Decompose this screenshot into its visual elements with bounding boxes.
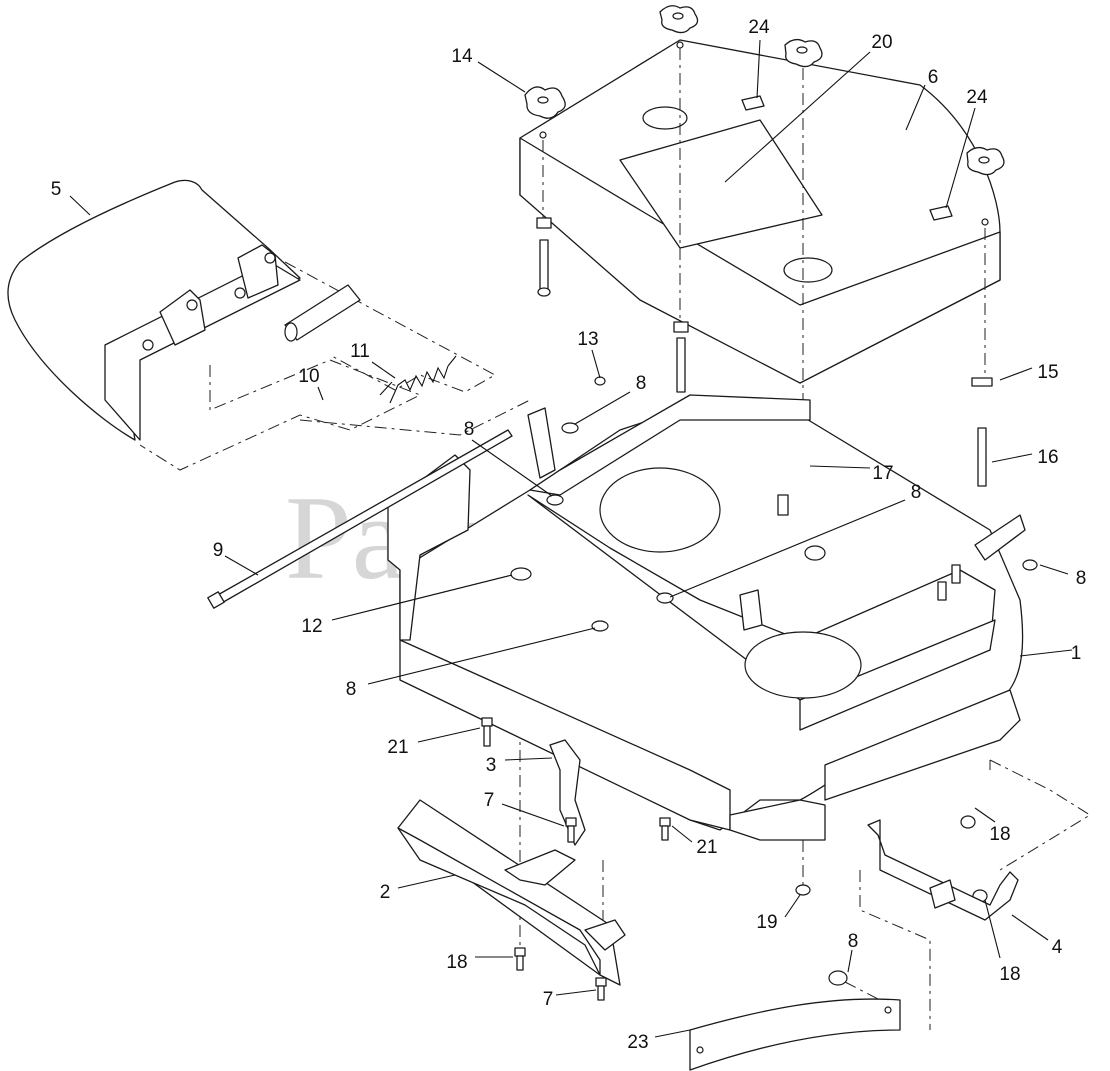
callout-c23: 23: [627, 1032, 648, 1053]
assembly-line-rod: [139, 359, 422, 471]
callout-c17: 17: [872, 463, 893, 484]
callout-c8b: 8: [464, 419, 475, 440]
callout-c24a: 24: [748, 17, 770, 38]
callout-c3: 3: [486, 755, 497, 776]
part-1-mower-deck: [387, 394, 1026, 841]
callout-c4: 4: [1052, 937, 1063, 958]
callout-c18b: 18: [446, 952, 467, 973]
leader-lines: [69, 39, 1073, 1038]
callout-c7a: 7: [484, 790, 495, 811]
callout-c10: 10: [298, 366, 319, 387]
callout-c8c: 8: [911, 482, 922, 503]
callout-c8f: 8: [848, 931, 859, 952]
part-5-discharge-chute: [7, 179, 301, 441]
callout-c6: 6: [928, 67, 939, 88]
callout-c15: 15: [1037, 362, 1058, 383]
callout-c18a: 18: [989, 824, 1010, 845]
callout-c8e: 8: [346, 679, 357, 700]
part-14-knobs: [524, 5, 1005, 176]
callout-c18c: 18: [999, 964, 1020, 985]
callout-c2: 2: [380, 882, 391, 903]
callout-c16: 16: [1037, 447, 1058, 468]
deck-hardware: [510, 376, 1038, 632]
small-bolts: [481, 717, 988, 1001]
part-4-bracket: [867, 819, 1019, 921]
callout-c21b: 21: [696, 837, 717, 858]
part-10-sleeve: [284, 284, 361, 342]
callout-c9: 9: [213, 540, 224, 561]
callout-c20: 20: [871, 32, 892, 53]
part-11-spring: [379, 355, 457, 404]
callout-c8d: 8: [1076, 568, 1087, 589]
part-6-top-cover: [519, 39, 1001, 384]
part-9-bolt: [207, 429, 513, 609]
callout-c5: 5: [51, 179, 62, 200]
assembly-line-pin: [299, 399, 531, 436]
callout-c1: 1: [1071, 643, 1082, 664]
callout-c12: 12: [301, 616, 322, 637]
part-2-rail: [397, 799, 626, 986]
callout-c8a: 8: [636, 373, 647, 394]
callout-c7b: 7: [543, 989, 554, 1010]
callout-c14: 14: [451, 46, 473, 67]
callout-c19: 19: [756, 912, 777, 933]
callout-c24b: 24: [966, 87, 988, 108]
callout-c13: 13: [577, 329, 598, 350]
callout-c21a: 21: [387, 737, 408, 758]
part-23-cover-plate: [689, 970, 901, 1071]
callout-c11: 11: [350, 341, 370, 362]
